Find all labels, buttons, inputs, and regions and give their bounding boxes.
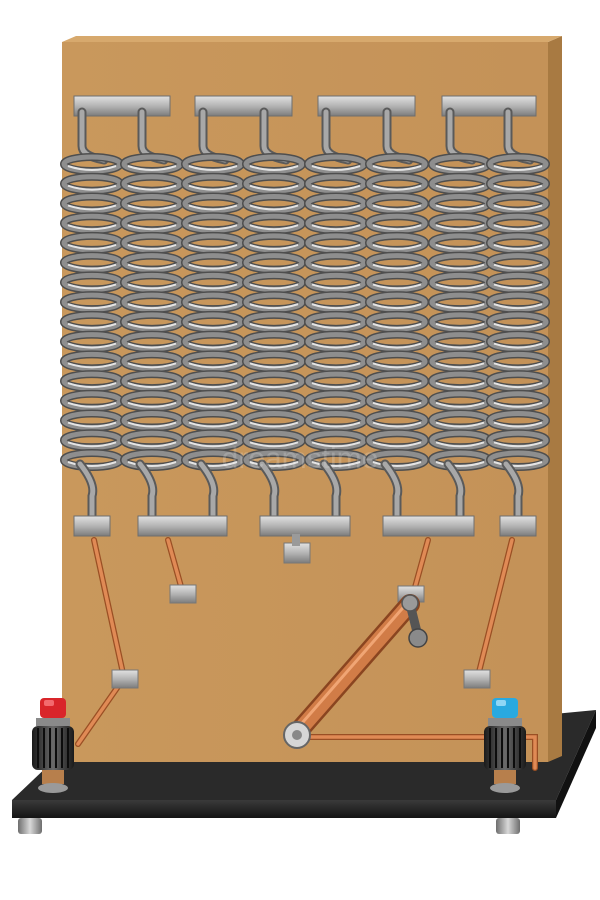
stud-post: [292, 534, 300, 546]
knurl-ridges: [489, 728, 521, 768]
coil: [242, 107, 306, 525]
foot-right: [496, 818, 520, 834]
coil: [120, 107, 184, 525]
top-connector-bar: [73, 95, 171, 117]
bottom-connector-bar: [259, 515, 351, 537]
bottom-connector-bars: [73, 515, 537, 537]
top-connector-bar: [317, 95, 416, 117]
contact-stud: [111, 669, 139, 689]
bottom-connector-bar: [499, 515, 537, 537]
foot-left: [18, 818, 42, 834]
resistor-coils: [60, 107, 550, 525]
bottom-connector-bar: [73, 515, 111, 537]
coil: [181, 107, 245, 525]
contact-stud: [169, 584, 197, 604]
coil: [304, 107, 368, 525]
binding-post-blue[interactable]: [484, 698, 526, 793]
bottom-connector-bar: [137, 515, 228, 537]
binding-post-red[interactable]: [32, 698, 74, 793]
knurl-ridges: [37, 728, 69, 768]
coil: [486, 107, 550, 525]
bottom-connector-bar: [382, 515, 475, 537]
top-connector-bar: [194, 95, 293, 117]
contact-stud: [463, 669, 491, 689]
coil: [365, 107, 429, 525]
lever-tip-pivot: [401, 594, 419, 612]
top-connector-bar: [441, 95, 537, 117]
watermark: dreamstime: [222, 442, 379, 475]
lever-handle-knob[interactable]: [408, 628, 428, 648]
switch-lever[interactable]: [283, 594, 428, 749]
